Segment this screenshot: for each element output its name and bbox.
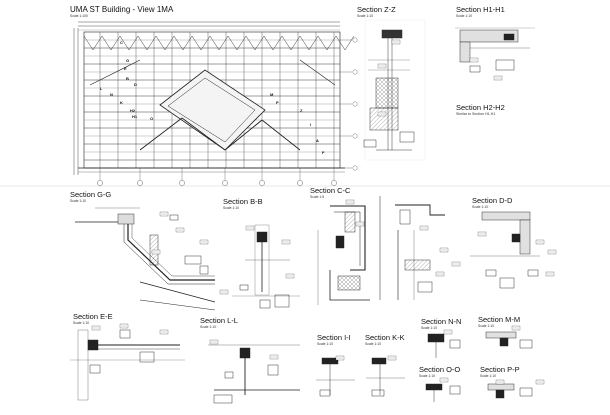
section-scale: Scale 1:10 [223, 206, 240, 210]
section-bb-title-block: Section B-B Scale 1:10 [223, 197, 263, 211]
section-title: Section G-G [70, 190, 112, 199]
elevation-tag-label: N [110, 92, 113, 97]
elevation-tag-label: D [134, 82, 137, 87]
elevation-title-block: UMA ST Building - View 1MA Scale 1:100 [70, 5, 174, 19]
elevation-tag-label: C [120, 40, 123, 45]
section-nn-title-block: Section N-N Scale 1:10 [421, 317, 462, 331]
section-oo-title-block: Section O-O Scale 1:10 [419, 365, 461, 379]
section-title: Section M-M [478, 315, 521, 324]
elevation-scale: Scale 1:100 [70, 14, 88, 18]
section-title: Section O-O [419, 365, 461, 374]
elevation-tag-label: F [322, 150, 325, 155]
section-ee-title-block: Section E-E Scale 1:10 [73, 312, 113, 326]
section-scale: Scale 1:10 [70, 199, 87, 203]
elevation-title: UMA ST Building - View 1MA [70, 5, 174, 14]
section-title: Section L-L [200, 316, 238, 325]
section-title: Section H2-H2 [456, 103, 505, 112]
elevation-tag-label: P [276, 100, 279, 105]
section-h2-title-block: Section H2-H2 Similar to Section H1-H1 [456, 103, 505, 117]
section-kk-detail [366, 357, 405, 397]
elevation-tag-label: O [150, 116, 153, 121]
section-scale: Scale 1:10 [478, 324, 495, 328]
elevation-tag-label: H2 [130, 108, 136, 113]
section-scale: Scale 1:10 [419, 374, 436, 378]
section-h1-detail [455, 27, 535, 73]
section-title: Section N-N [421, 317, 462, 326]
section-title: Section E-E [73, 312, 113, 321]
section-title: Section K-K [365, 333, 405, 342]
section-ll-title-block: Section L-L Scale 1:10 [200, 316, 238, 330]
section-scale: Scale 1:10 [456, 14, 473, 18]
section-mm-title-block: Section M-M Scale 1:10 [478, 315, 521, 329]
section-title: Section D-D [472, 196, 513, 205]
section-title: Section Z-Z [357, 5, 396, 14]
section-zz-title-block: Section Z-Z Scale 1:10 [357, 5, 396, 19]
section-scale: Scale 1:10 [73, 321, 90, 325]
elevation-tag-label: H1 [132, 114, 138, 119]
section-title: Section C-C [310, 186, 351, 195]
elevation-tag-label: K [120, 100, 123, 105]
elevation-tag-label: E [124, 66, 127, 71]
section-scale: Scale 1:10 [200, 325, 217, 329]
section-ll-detail [208, 344, 300, 404]
section-cc-detail [317, 196, 445, 305]
section-pp-detail [487, 383, 533, 399]
section-dd-detail [470, 211, 540, 289]
section-kk-title-block: Section K-K Scale 1:10 [365, 333, 405, 347]
section-note: Similar to Section H1-H1 [456, 112, 496, 116]
elevation-tag-label: A [316, 138, 319, 143]
section-title: Section I-I [317, 333, 351, 342]
elevation-tag-label: M [270, 92, 274, 97]
elevation-view [73, 21, 358, 186]
section-cc-title-block: Section C-C Scale 1:5 [310, 186, 351, 200]
elevation-tag-label: Z [300, 108, 303, 113]
section-ii-detail [316, 357, 355, 397]
section-pp-title-block: Section P-P Scale 1:10 [480, 365, 520, 379]
section-scale: Scale 1:10 [317, 342, 334, 346]
section-bb-detail [232, 224, 300, 309]
section-scale: Scale 1:10 [421, 326, 438, 330]
section-gg-detail [75, 207, 216, 311]
elevation-tag-label: L [100, 86, 103, 91]
elevation-tag-label: G [126, 58, 129, 63]
section-title: Section P-P [480, 365, 520, 374]
section-ee-detail [70, 329, 185, 401]
elevation-tag-label: B [126, 76, 129, 81]
section-scale: Scale 1:10 [472, 205, 489, 209]
section-title: Section B-B [223, 197, 263, 206]
section-scale: Scale 1:10 [357, 14, 374, 18]
section-mm-detail [485, 331, 533, 349]
section-title: Section H1-H1 [456, 5, 505, 14]
section-dd-title-block: Section D-D Scale 1:10 [472, 196, 513, 210]
section-gg-title-block: Section G-G Scale 1:10 [70, 190, 112, 204]
section-scale: Scale 1:10 [365, 342, 382, 346]
section-zz-detail [363, 19, 426, 161]
detail-tag-boxes [91, 39, 557, 385]
section-scale: Scale 1:10 [480, 374, 497, 378]
section-h1-title-block: Section H1-H1 Scale 1:10 [456, 5, 505, 19]
section-oo-detail [425, 383, 461, 402]
section-scale: Scale 1:5 [310, 195, 325, 199]
section-ii-title-block: Section I-I Scale 1:10 [317, 333, 351, 347]
elevation-tag-label: I [310, 122, 311, 127]
section-nn-detail [427, 333, 461, 358]
